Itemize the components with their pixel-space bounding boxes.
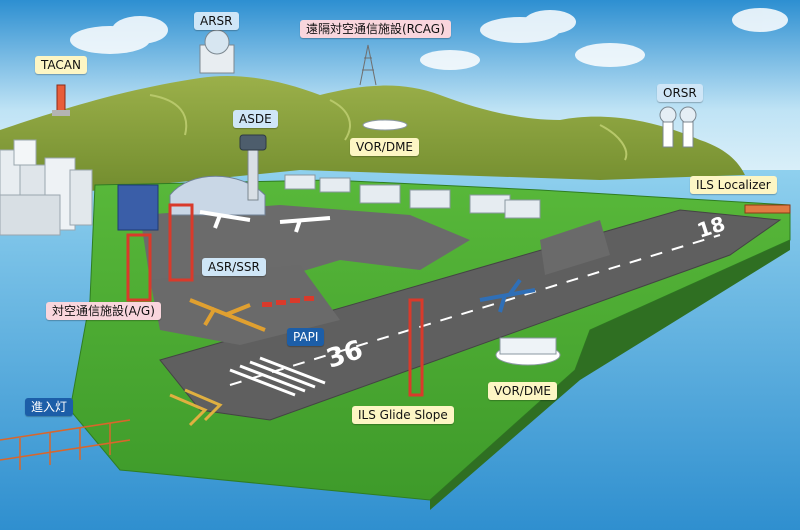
runway: [159, 209, 782, 421]
arsr-radar-dome: [199, 29, 235, 74]
rcag-tower: [359, 44, 377, 86]
hangars: [284, 174, 541, 219]
hill-ridge: [149, 94, 628, 161]
label-asr-ssr: ASR/SSR: [202, 258, 266, 276]
city-buildings: [0, 139, 93, 236]
label-rcag: 遠隔対空通信施設(RCAG): [300, 20, 451, 38]
runway-centerline: [229, 234, 721, 386]
hill: [0, 75, 745, 200]
runway-threshold: [229, 356, 326, 397]
label-approach-lights: 進入灯: [25, 398, 74, 416]
approach-light-pier: [0, 419, 131, 470]
asr-ssr-towers: [126, 203, 194, 302]
clouds: [70, 8, 788, 70]
vor-dme-hill-station: [362, 119, 408, 131]
runway-chevrons: [169, 388, 223, 427]
label-orsr: ORSR: [657, 84, 703, 102]
ils-glide-slope-tower: [408, 298, 424, 397]
orsr-radars: [659, 106, 697, 148]
label-papi: PAPI: [287, 328, 325, 346]
aircraft: [189, 210, 536, 332]
terminal-building: [117, 175, 266, 231]
island-edge: [430, 240, 790, 510]
label-vor-dme-field: VOR/DME: [488, 382, 557, 400]
papi-lights: [262, 296, 314, 307]
label-ils-glide-slope: ILS Glide Slope: [352, 406, 454, 424]
label-tacan: TACAN: [35, 56, 87, 74]
label-ag: 対空通信施設(A/G): [46, 302, 161, 320]
vor-dme-field-station: [495, 337, 561, 366]
tacan-antenna: [52, 84, 70, 116]
taxiway-connector: [540, 220, 610, 275]
label-ils-localizer: ILS Localizer: [690, 176, 777, 194]
label-asde: ASDE: [233, 110, 278, 128]
control-tower: [239, 134, 267, 201]
ils-localizer-array: [744, 204, 791, 214]
label-vor-dme-hill: VOR/DME: [350, 138, 419, 156]
label-arsr: ARSR: [194, 12, 239, 30]
